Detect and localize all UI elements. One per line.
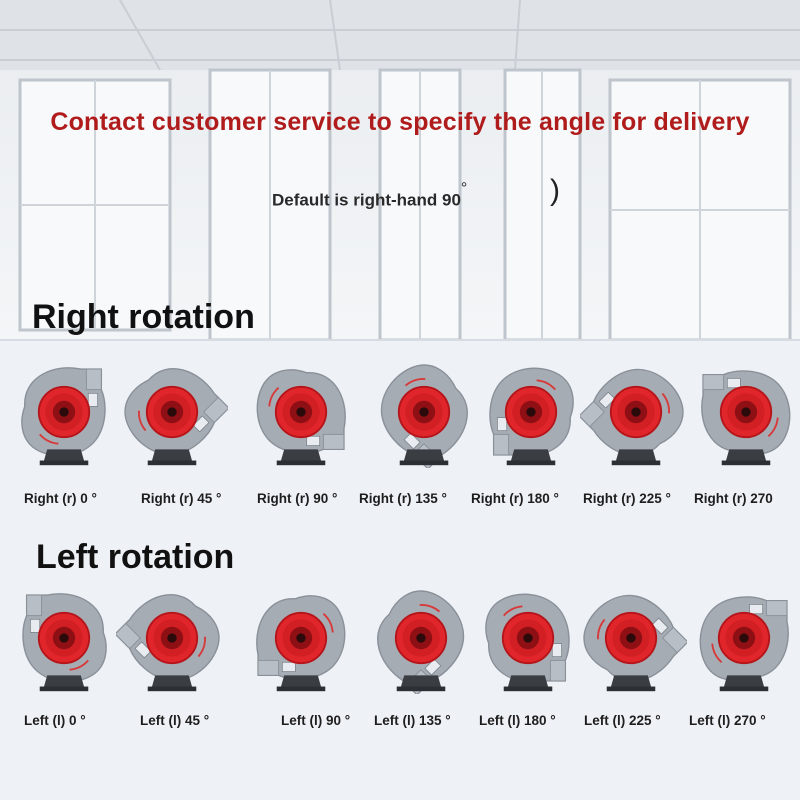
- right-rotation-fan-0: [8, 356, 120, 473]
- centrifugal-fan-icon: [256, 595, 346, 692]
- centrifugal-fan-icon: [701, 370, 791, 466]
- delivery-angle-notice: Contact customer service to specify the …: [50, 108, 750, 136]
- right-rotation-fan-270: [690, 356, 800, 473]
- right-rotation-label-90: Right (r) 90 °: [257, 491, 338, 506]
- right-rotation-fan-90: [245, 356, 357, 473]
- centrifugal-fan-icon: [22, 593, 107, 692]
- left-rotation-fan-270: [688, 582, 800, 699]
- left-rotation-fan-0: [8, 582, 120, 699]
- left-rotation-title: Left rotation: [36, 538, 235, 576]
- left-rotation-fan-135: [365, 582, 477, 699]
- centrifugal-fan-icon: [256, 369, 346, 466]
- left-rotation-fan-225: [575, 582, 689, 699]
- right-rotation-fan-135: [368, 356, 480, 473]
- left-rotation-label-180: Left (l) 180 °: [479, 713, 556, 728]
- centrifugal-fan-icon: [124, 368, 230, 466]
- right-rotation-label-0: Right (r) 0 °: [24, 491, 97, 506]
- default-degree-sign: °: [460, 180, 468, 197]
- centrifugal-fan-icon: [21, 367, 106, 466]
- default-direction-note: Default is right-hand 90°: [272, 180, 467, 211]
- default-closing-paren: ): [550, 174, 560, 207]
- left-rotation-label-225: Left (l) 225 °: [584, 713, 661, 728]
- left-rotation-label-0: Left (l) 0 °: [24, 713, 86, 728]
- left-rotation-fan-180: [472, 582, 584, 699]
- centrifugal-fan-icon: [114, 594, 220, 692]
- right-rotation-fan-45: [116, 356, 230, 473]
- right-rotation-label-225: Right (r) 225 °: [583, 491, 671, 506]
- left-rotation-label-135: Left (l) 135 °: [374, 713, 451, 728]
- right-rotation-label-135: Right (r) 135 °: [359, 491, 447, 506]
- right-rotation-label-45: Right (r) 45 °: [141, 491, 222, 506]
- default-note-text: Default is right-hand 90: [272, 190, 461, 210]
- right-rotation-title: Right rotation: [32, 298, 255, 336]
- centrifugal-fan-icon: [583, 594, 689, 692]
- left-rotation-label-270: Left (l) 270 °: [689, 713, 766, 728]
- centrifugal-fan-icon: [485, 593, 570, 692]
- centrifugal-fan-icon: [380, 364, 468, 470]
- left-rotation-fan-90: [245, 582, 357, 699]
- right-rotation-label-270: Right (r) 270: [694, 491, 773, 506]
- left-rotation-label-45: Left (l) 45 °: [140, 713, 210, 728]
- left-rotation-label-90: Left (l) 90 °: [281, 713, 351, 728]
- centrifugal-fan-icon: [699, 596, 789, 692]
- centrifugal-fan-icon: [377, 590, 465, 696]
- centrifugal-fan-icon: [578, 368, 684, 466]
- centrifugal-fan-icon: [489, 367, 574, 466]
- left-rotation-fan-45: [114, 582, 228, 699]
- right-rotation-fan-180: [475, 356, 587, 473]
- right-rotation-fan-225: [578, 356, 692, 473]
- right-rotation-label-180: Right (r) 180 °: [471, 491, 559, 506]
